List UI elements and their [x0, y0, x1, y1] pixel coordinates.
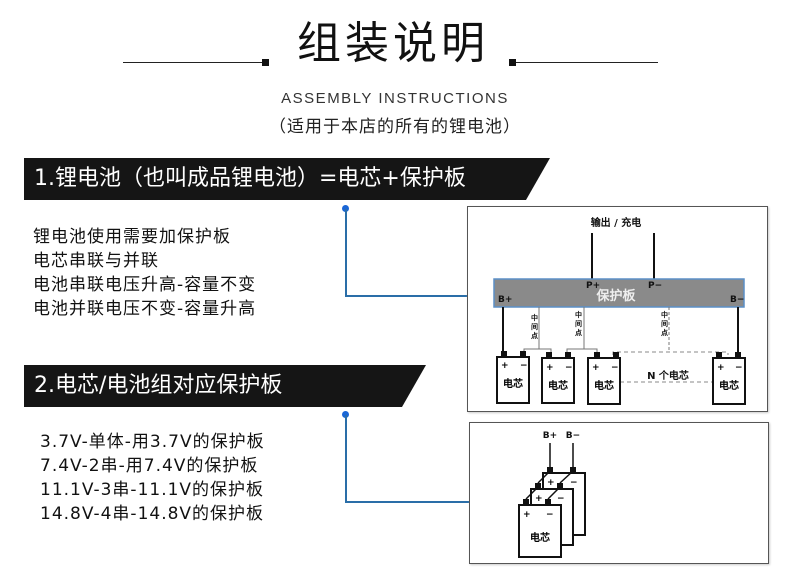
- list-item: 电芯串联与并联: [33, 251, 159, 271]
- series-link-dashed: [612, 351, 729, 355]
- svg-text:−: −: [546, 510, 554, 520]
- midpoint-label-2: 中间点: [575, 310, 582, 337]
- section1-banner: 1.锂电池（也叫成品锂电池）=电芯+保护板: [24, 158, 550, 200]
- svg-text:+: +: [547, 478, 555, 488]
- svg-text:+: +: [546, 363, 554, 373]
- section2-list: 3.7V-单体-用3.7V的保护板 7.4V-2串-用7.4V的保护板 11.1…: [40, 430, 265, 526]
- b-minus-label: B−: [566, 431, 580, 441]
- svg-text:−: −: [520, 361, 528, 371]
- b-minus-label: B−: [730, 295, 744, 305]
- parallel-connection-diagram: B+ B− + − + − + − 电芯: [469, 422, 769, 564]
- svg-text:电芯: 电芯: [594, 379, 614, 392]
- p-minus-label: P−: [648, 281, 662, 291]
- page-title: 组装说明: [297, 18, 489, 69]
- series-link-2: [566, 348, 598, 355]
- svg-text:电芯: 电芯: [548, 379, 568, 392]
- output-charge-label: 输出 / 充电: [591, 216, 642, 229]
- svg-text:电芯: 电芯: [530, 531, 550, 544]
- subtitle-english: ASSEMBLY INSTRUCTIONS: [281, 90, 509, 107]
- svg-text:−: −: [557, 494, 565, 504]
- protection-board: [493, 278, 745, 308]
- svg-text:−: −: [570, 478, 578, 488]
- svg-text:+: +: [717, 363, 725, 373]
- svg-text:+: +: [592, 363, 600, 373]
- header-rule-right: [516, 62, 658, 63]
- connector2-vertical: [345, 415, 347, 502]
- svg-text:−: −: [735, 363, 743, 373]
- svg-text:电芯: 电芯: [719, 379, 739, 392]
- svg-text:−: −: [611, 363, 619, 373]
- header-square-right: [509, 59, 516, 66]
- series-diagram-svg: 输出 / 充电 P+ P− 保护板 B+ B− 中间点 中间点 中间点 + − …: [493, 216, 746, 405]
- b-plus-label: B+: [498, 295, 512, 305]
- section2-banner: 2.电芯/电池组对应保护板: [24, 365, 426, 407]
- subtitle-chinese: （适用于本店的所有的锂电池）: [269, 117, 521, 137]
- n-cells-label: N 个电芯: [647, 369, 689, 382]
- svg-text:+: +: [523, 510, 531, 520]
- section2-banner-text: 2.电芯/电池组对应保护板: [34, 373, 283, 398]
- list-item: 锂电池使用需要加保护板: [33, 227, 231, 247]
- list-item: 11.1V-3串-11.1V的保护板: [40, 480, 265, 500]
- cell-n: + − 电芯: [712, 352, 746, 405]
- list-item: 7.4V-2串-用7.4V的保护板: [40, 456, 259, 476]
- protection-board-label: 保护板: [595, 288, 636, 304]
- svg-text:+: +: [535, 494, 543, 504]
- connector2-dot: [342, 411, 349, 418]
- section1-list: 锂电池使用需要加保护板 电芯串联与并联 电池串联电压升高-容量不变 电池并联电压…: [33, 225, 256, 321]
- cell-front: + − 电芯: [518, 486, 562, 558]
- connector2-horizontal: [345, 501, 469, 503]
- section1-banner-text: 1.锂电池（也叫成品锂电池）=电芯+保护板: [34, 166, 466, 191]
- p-plus-label: P+: [586, 281, 600, 291]
- list-item: 电池串联电压升高-容量不变: [33, 275, 257, 295]
- list-item: 14.8V-4串-14.8V的保护板: [40, 504, 265, 524]
- svg-text:+: +: [501, 361, 509, 371]
- cell-2: + − 电芯: [541, 352, 575, 404]
- midpoint-label-1: 中间点: [531, 313, 538, 340]
- cell-3: + − 电芯: [587, 352, 621, 405]
- connector1-dot: [342, 205, 349, 212]
- list-item: 3.7V-单体-用3.7V的保护板: [40, 432, 265, 452]
- parallel-diagram-svg: B+ B− + − + − + − 电芯: [518, 431, 586, 558]
- connector1-horizontal: [345, 295, 467, 297]
- connector1-vertical: [345, 209, 347, 296]
- series-connection-diagram: 输出 / 充电 P+ P− 保护板 B+ B− 中间点 中间点 中间点 + − …: [467, 206, 768, 412]
- header-square-left: [262, 59, 269, 66]
- svg-text:−: −: [565, 363, 573, 373]
- list-item: 电池并联电压不变-容量升高: [33, 299, 257, 319]
- b-plus-label: B+: [543, 431, 557, 441]
- midpoint-label-3: 中间点: [661, 310, 668, 337]
- header-rule-left: [123, 62, 263, 63]
- cell-1: + − 电芯: [496, 351, 530, 404]
- svg-text:电芯: 电芯: [503, 377, 523, 390]
